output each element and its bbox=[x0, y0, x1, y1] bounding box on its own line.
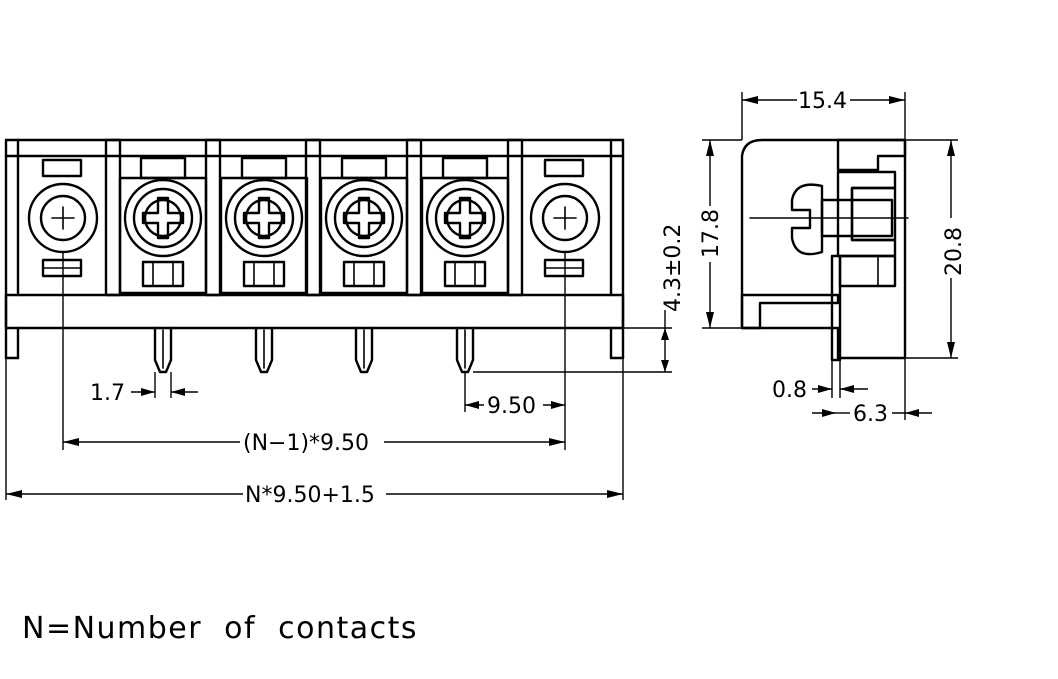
side-screw-head bbox=[790, 183, 824, 256]
dim-pitch: 9.50 bbox=[487, 394, 536, 419]
screw-terminal-3 bbox=[319, 156, 409, 295]
dim-pin-thickness: 0.8 bbox=[772, 378, 807, 403]
front-view: 1.7 9.50 (N−1)*9.50 N*9.50+1.5 bbox=[4, 138, 686, 508]
front-dimensions: 1.7 9.50 (N−1)*9.50 N*9.50+1.5 bbox=[5, 224, 686, 508]
dim-body-height: 17.8 bbox=[699, 209, 724, 258]
screw-terminal-2 bbox=[219, 156, 309, 295]
side-pin bbox=[830, 254, 842, 362]
dim-pin-length: 4.3±0.2 bbox=[661, 224, 686, 312]
dim-overall-height: 20.8 bbox=[942, 227, 967, 276]
dim-depth: 15.4 bbox=[798, 89, 847, 114]
screw-terminal-1 bbox=[118, 156, 208, 295]
dim-pin-width: 1.7 bbox=[90, 381, 125, 406]
dim-span: (N−1)*9.50 bbox=[243, 431, 369, 456]
barriers bbox=[16, 138, 613, 297]
side-view: 15.4 17.8 20.8 0.8 bbox=[699, 89, 967, 427]
contacts-note: N=Number of contacts bbox=[22, 611, 418, 646]
dim-pin-offset: 6.3 bbox=[853, 402, 888, 427]
side-body-outline bbox=[740, 138, 907, 360]
screw-terminal-4 bbox=[420, 156, 510, 295]
side-clamp bbox=[836, 170, 897, 258]
housing-base bbox=[4, 293, 625, 330]
dim-overall-length: N*9.50+1.5 bbox=[245, 483, 375, 508]
side-base-hatch bbox=[740, 293, 840, 330]
pins bbox=[153, 326, 475, 374]
side-dimensions: 15.4 17.8 20.8 0.8 bbox=[699, 89, 967, 427]
side-barrier-hatch bbox=[836, 138, 907, 172]
